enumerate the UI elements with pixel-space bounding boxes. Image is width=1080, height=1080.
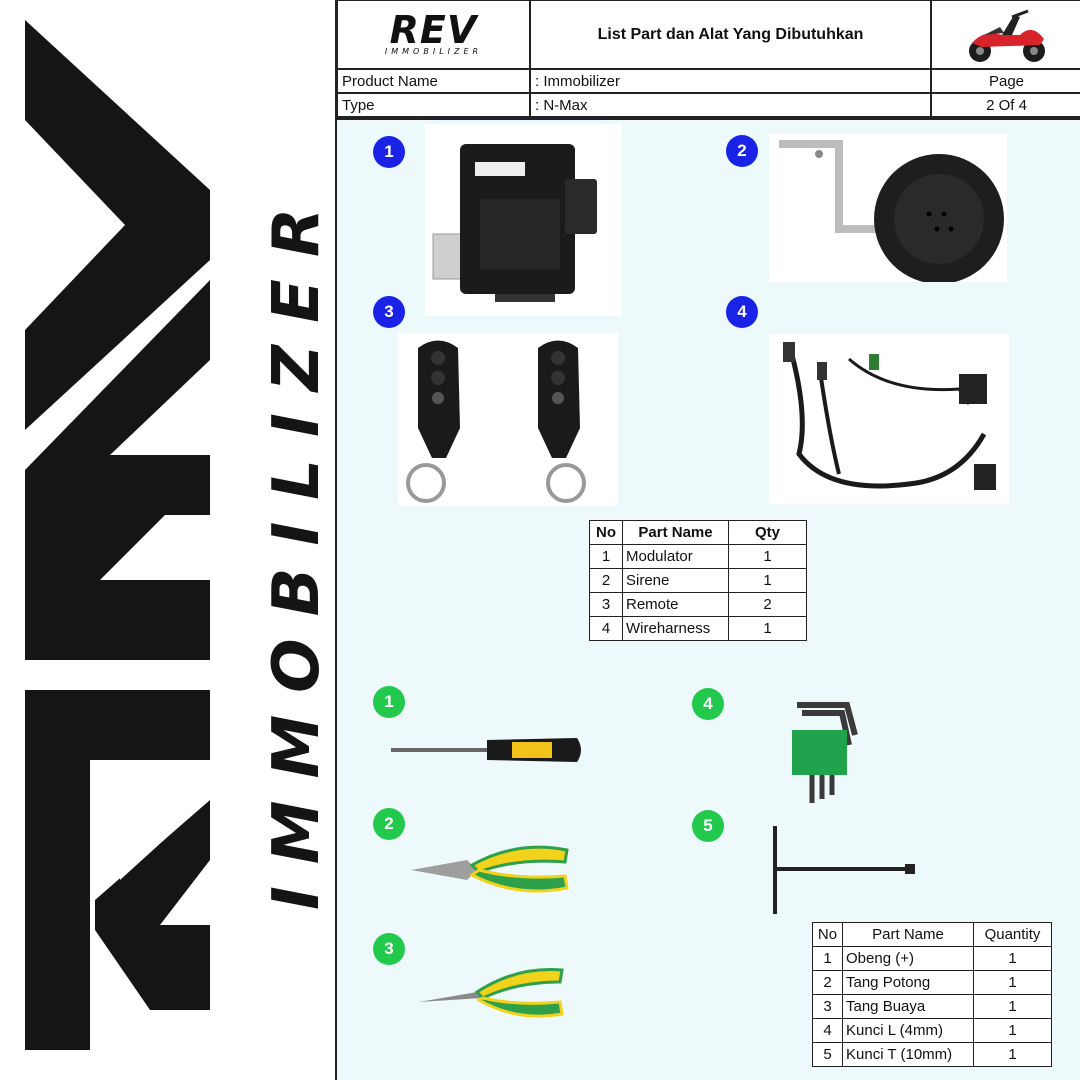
page-label: Page bbox=[931, 69, 1080, 93]
table-row: 2 Sirene 1 bbox=[589, 568, 807, 593]
cell-qty: 1 bbox=[728, 616, 807, 641]
cell-no: 2 bbox=[589, 568, 623, 593]
screwdriver-icon bbox=[391, 738, 581, 762]
col-header-no: No bbox=[589, 520, 623, 545]
product-name-value: : Immobilizer bbox=[530, 69, 931, 93]
t-wrench-icon bbox=[773, 826, 915, 914]
cell-no: 3 bbox=[812, 994, 843, 1019]
tools-table: No Part Name Quantity 1 Obeng (+) 1 2 Ta… bbox=[812, 922, 1052, 1067]
part-badge-4: 4 bbox=[726, 296, 758, 328]
cell-part-name: Tang Potong bbox=[842, 970, 974, 995]
cell-part-name: Obeng (+) bbox=[842, 946, 974, 971]
cell-part-name: Modulator bbox=[622, 544, 729, 569]
remote-photo bbox=[398, 333, 618, 506]
table-row: 4 Kunci L (4mm) 1 bbox=[812, 1018, 1052, 1043]
col-header-no: No bbox=[812, 922, 843, 947]
type-label: Type bbox=[337, 93, 530, 117]
cell-qty: 1 bbox=[728, 544, 807, 569]
cell-no: 1 bbox=[589, 544, 623, 569]
document-sheet: REV IMMOBILIZER List Part dan Alat Yang … bbox=[335, 0, 1080, 1080]
modulator-photo bbox=[425, 124, 622, 316]
cell-part-name: Sirene bbox=[622, 568, 729, 593]
scooter-icon bbox=[968, 9, 1045, 62]
cell-no: 3 bbox=[589, 592, 623, 617]
cell-quantity: 1 bbox=[973, 970, 1052, 995]
table-row: 2 Tang Potong 1 bbox=[812, 970, 1052, 995]
document-header: REV IMMOBILIZER List Part dan Alat Yang … bbox=[337, 0, 1080, 120]
needle-nose-pliers-icon bbox=[419, 968, 564, 1018]
wireharness-photo bbox=[769, 334, 1009, 504]
scooter-image bbox=[931, 0, 1080, 69]
col-header-qty: Qty bbox=[728, 520, 807, 545]
cell-part-name: Tang Buaya bbox=[842, 994, 974, 1019]
siren-photo bbox=[769, 134, 1007, 282]
header-logo-cell: REV IMMOBILIZER bbox=[337, 0, 530, 69]
parts-table-header: No Part Name Qty bbox=[589, 520, 807, 545]
type-value: : N-Max bbox=[530, 93, 931, 117]
cutting-pliers-icon bbox=[411, 845, 569, 893]
cell-qty: 1 bbox=[728, 568, 807, 593]
cell-part-name: Remote bbox=[622, 592, 729, 617]
cell-no: 2 bbox=[812, 970, 843, 995]
cell-part-name: Kunci L (4mm) bbox=[842, 1018, 974, 1043]
parts-table: No Part Name Qty 1 Modulator 1 2 Sirene … bbox=[589, 520, 807, 641]
table-row: 1 Obeng (+) 1 bbox=[812, 946, 1052, 971]
cell-quantity: 1 bbox=[973, 946, 1052, 971]
table-row: 4 Wireharness 1 bbox=[589, 616, 807, 641]
document-title: List Part dan Alat Yang Dibutuhkan bbox=[530, 0, 931, 69]
cell-no: 4 bbox=[812, 1018, 843, 1043]
rev-logo-word: REV bbox=[389, 8, 478, 52]
cell-qty: 2 bbox=[728, 592, 807, 617]
table-row: 3 Tang Buaya 1 bbox=[812, 994, 1052, 1019]
col-header-part-name: Part Name bbox=[842, 922, 974, 947]
cell-quantity: 1 bbox=[973, 1042, 1052, 1067]
cell-no: 1 bbox=[812, 946, 843, 971]
tool-badge-2: 2 bbox=[373, 808, 405, 840]
col-header-quantity: Quantity bbox=[973, 922, 1052, 947]
cell-part-name: Wireharness bbox=[622, 616, 729, 641]
product-name-label: Product Name bbox=[337, 69, 530, 93]
tool-badge-1: 1 bbox=[373, 686, 405, 718]
page-number: 2 Of 4 bbox=[931, 93, 1080, 117]
table-row: 1 Modulator 1 bbox=[589, 544, 807, 569]
cell-no: 5 bbox=[812, 1042, 843, 1067]
tool-badge-5: 5 bbox=[692, 810, 724, 842]
rev-logo-subtitle: IMMOBILIZER bbox=[384, 47, 483, 56]
table-row: 3 Remote 2 bbox=[589, 592, 807, 617]
part-badge-1: 1 bbox=[373, 136, 405, 168]
part-badge-2: 2 bbox=[726, 135, 758, 167]
immobilizer-side-text: IMMOBILIZER bbox=[260, 185, 334, 910]
part-badge-3: 3 bbox=[373, 296, 405, 328]
cell-no: 4 bbox=[589, 616, 623, 641]
cell-quantity: 1 bbox=[973, 1018, 1052, 1043]
rev-brand-logo bbox=[25, 20, 210, 1050]
cell-quantity: 1 bbox=[973, 994, 1052, 1019]
col-header-part-name: Part Name bbox=[622, 520, 729, 545]
table-row: 5 Kunci T (10mm) 1 bbox=[812, 1042, 1052, 1067]
tool-badge-3: 3 bbox=[373, 933, 405, 965]
hex-key-set-icon bbox=[792, 702, 858, 803]
side-brand-band: IMMOBILIZER bbox=[0, 0, 335, 1080]
tool-badge-4: 4 bbox=[692, 688, 724, 720]
cell-part-name: Kunci T (10mm) bbox=[842, 1042, 974, 1067]
tools-table-header: No Part Name Quantity bbox=[812, 922, 1052, 947]
